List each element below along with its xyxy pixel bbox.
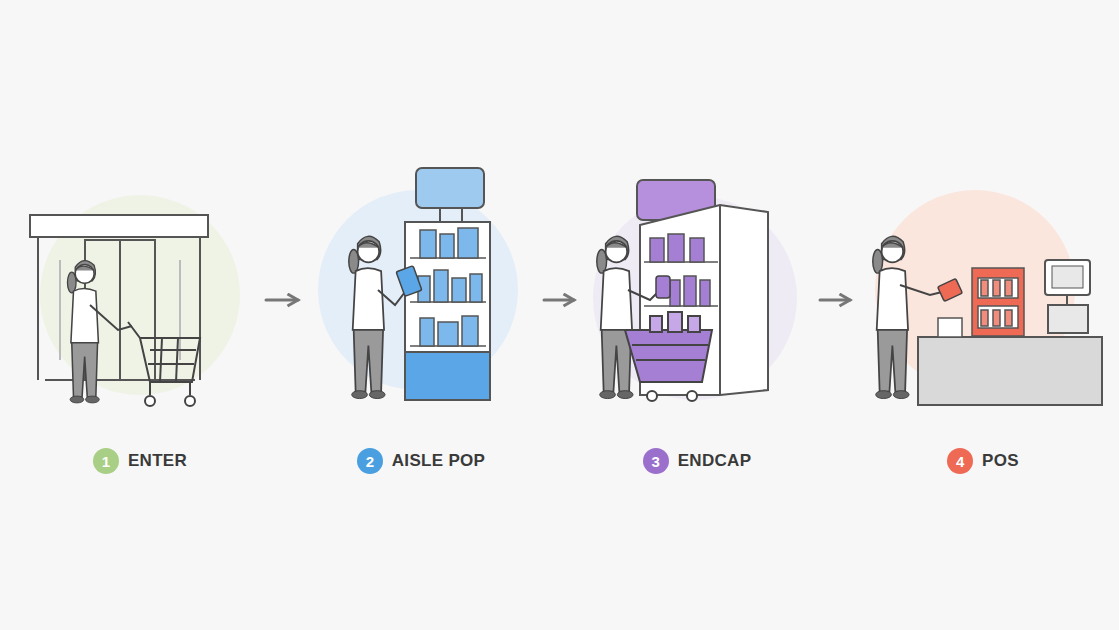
step-title: POS <box>982 451 1019 471</box>
step-number: 4 <box>947 448 973 474</box>
step-label-row: 2 AISLE POP <box>304 448 538 480</box>
flow-arrow <box>544 299 574 302</box>
step-label-row: 4 POS <box>856 448 1110 480</box>
step-title: AISLE POP <box>392 451 485 471</box>
flow-arrow <box>266 299 298 302</box>
step-title: ENTER <box>128 451 187 471</box>
step-label-row: 3 ENDCAP <box>580 448 814 480</box>
step-panel: 1 ENTER <box>20 170 260 480</box>
step-panel: 2 AISLE POP <box>304 170 538 480</box>
step-panel: 3 ENDCAP <box>580 170 814 480</box>
step-panel: 4 POS <box>856 170 1110 480</box>
flow-arrow <box>820 299 850 302</box>
step-number: 3 <box>643 448 669 474</box>
step-number: 1 <box>93 448 119 474</box>
step-title: ENDCAP <box>678 451 752 471</box>
step-label-row: 1 ENTER <box>20 448 260 480</box>
step-number: 2 <box>357 448 383 474</box>
